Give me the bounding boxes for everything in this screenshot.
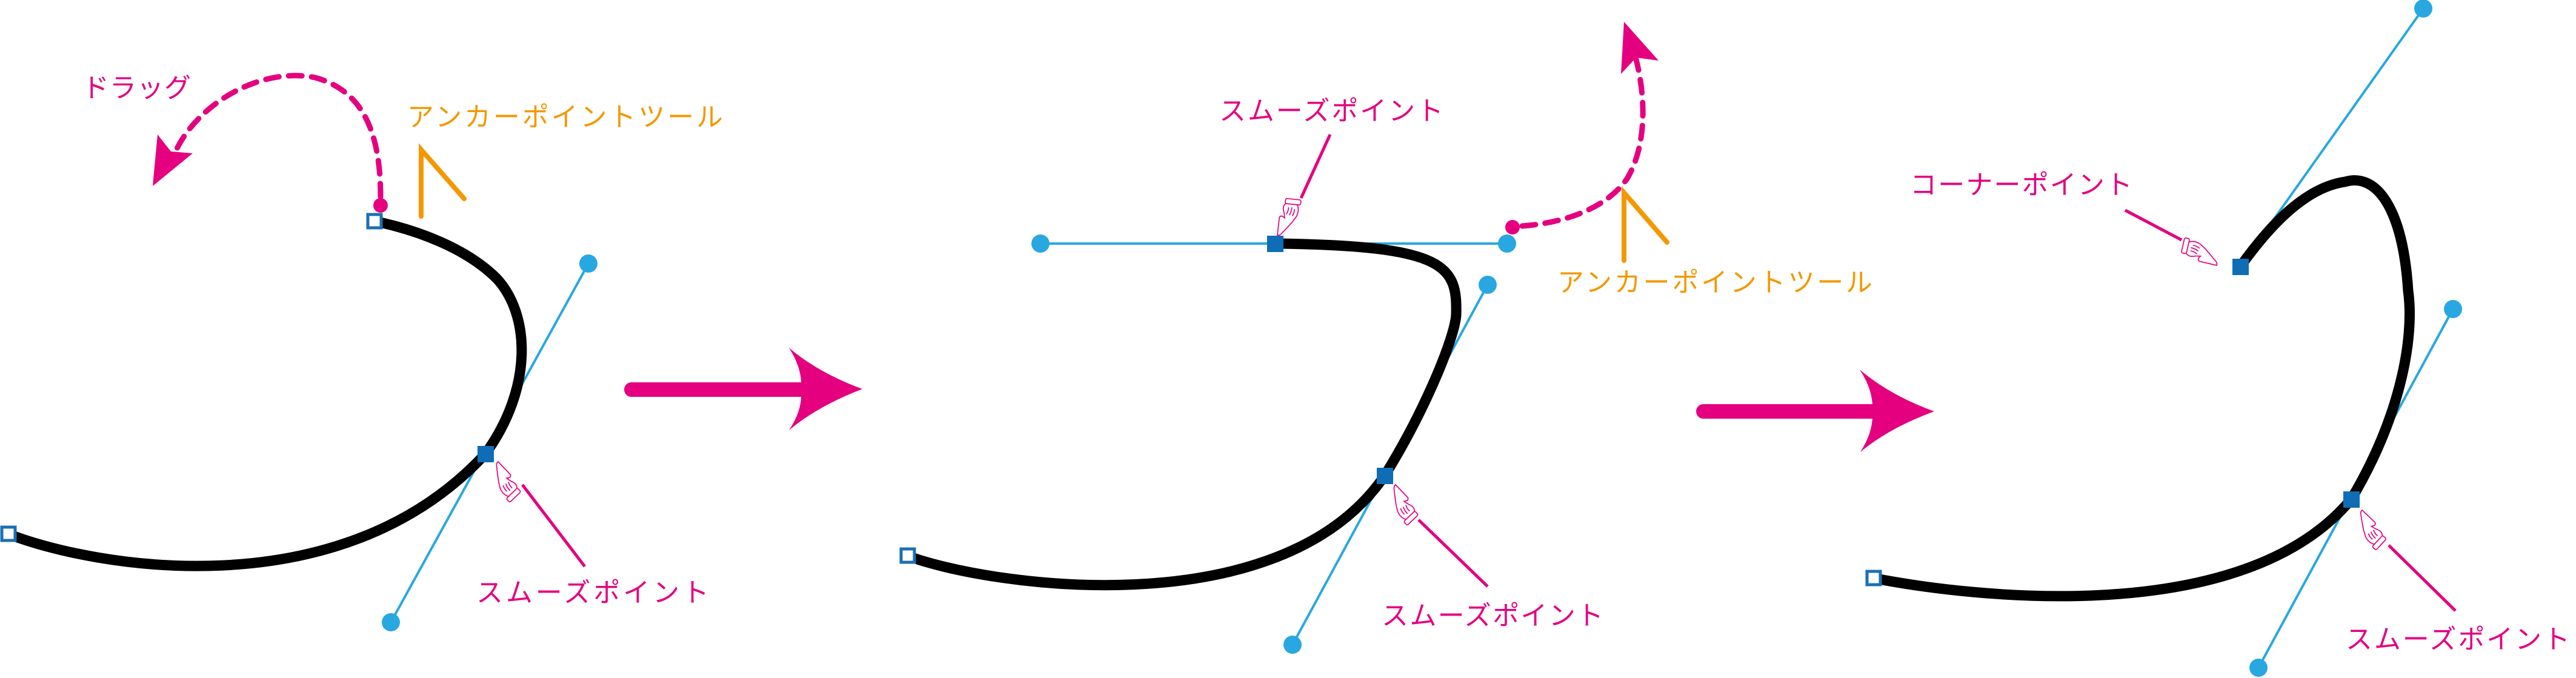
callout-leader bbox=[521, 484, 586, 568]
callout-leader bbox=[2388, 544, 2457, 612]
handle-point[interactable] bbox=[2249, 659, 2268, 677]
anchor-point-tool-icon bbox=[419, 143, 467, 219]
handle-point[interactable] bbox=[1479, 276, 1497, 294]
endpoint-anchor[interactable] bbox=[366, 213, 383, 230]
panel-before: ドラッグ アンカーポイントツール スムーズポイント bbox=[0, 73, 724, 631]
callout-leader bbox=[1299, 133, 1332, 199]
handle-point[interactable] bbox=[579, 254, 597, 273]
smooth-anchor[interactable] bbox=[1267, 236, 1283, 252]
bezier-path bbox=[905, 238, 1462, 591]
smooth-point-label: スムーズポイント bbox=[1382, 600, 1604, 631]
bezier-path bbox=[5, 216, 527, 571]
handle-point[interactable] bbox=[2444, 300, 2462, 318]
smooth-point-label: スムーズポイント bbox=[2346, 624, 2571, 655]
handle-point[interactable] bbox=[1031, 234, 1050, 253]
right-arrow-head bbox=[789, 348, 862, 430]
anchor-point-tool-icon bbox=[1622, 186, 1669, 263]
smooth-anchor[interactable] bbox=[1377, 468, 1393, 484]
pointing-hand-icon bbox=[2351, 507, 2389, 551]
pointing-hand-icon bbox=[1384, 482, 1421, 527]
handle-point[interactable] bbox=[2414, 0, 2432, 18]
right-arrow-head bbox=[1860, 370, 1934, 452]
handle-point[interactable] bbox=[382, 613, 400, 631]
drag-start-dot bbox=[373, 198, 388, 213]
tool-label: アンカーポイントツール bbox=[1557, 267, 1873, 298]
drag-arrowhead-icon bbox=[153, 135, 193, 186]
drag-path bbox=[1519, 56, 1646, 229]
step-arrow bbox=[1696, 370, 1934, 452]
corner-point-label: コーナーポイント bbox=[1910, 170, 2133, 201]
pointing-hand-icon bbox=[1273, 194, 1303, 240]
endpoint-anchor[interactable] bbox=[0, 525, 17, 542]
handle-point[interactable] bbox=[1498, 234, 1516, 253]
drag-path bbox=[174, 73, 384, 200]
endpoint-anchor[interactable] bbox=[1865, 570, 1882, 587]
pointing-hand-icon bbox=[2177, 236, 2223, 270]
drag-label: ドラッグ bbox=[82, 73, 191, 104]
smooth-point-label: スムーズポイント bbox=[476, 577, 710, 608]
drag-arrowhead-icon bbox=[1621, 22, 1659, 74]
step-arrow bbox=[624, 348, 862, 430]
panel-after: コーナーポイント スムーズポイント bbox=[1865, 0, 2571, 677]
handle-point[interactable] bbox=[1283, 636, 1302, 654]
pointing-hand-icon bbox=[487, 459, 524, 504]
smooth-point-label: スムーズポイント bbox=[1219, 96, 1444, 127]
corner-anchor[interactable] bbox=[2232, 259, 2249, 275]
callout-leader bbox=[1417, 519, 1489, 588]
drag-start-dot bbox=[1505, 220, 1520, 234]
tool-label: アンカーポイントツール bbox=[407, 102, 724, 133]
panel-during: アンカーポイントツール スムーズポイント スムーズポイント bbox=[899, 22, 1873, 654]
callout-leader bbox=[2124, 208, 2183, 242]
bezier-path bbox=[1872, 175, 2415, 602]
smooth-anchor[interactable] bbox=[478, 446, 494, 462]
smooth-anchor[interactable] bbox=[2343, 491, 2360, 508]
endpoint-anchor[interactable] bbox=[899, 547, 916, 564]
